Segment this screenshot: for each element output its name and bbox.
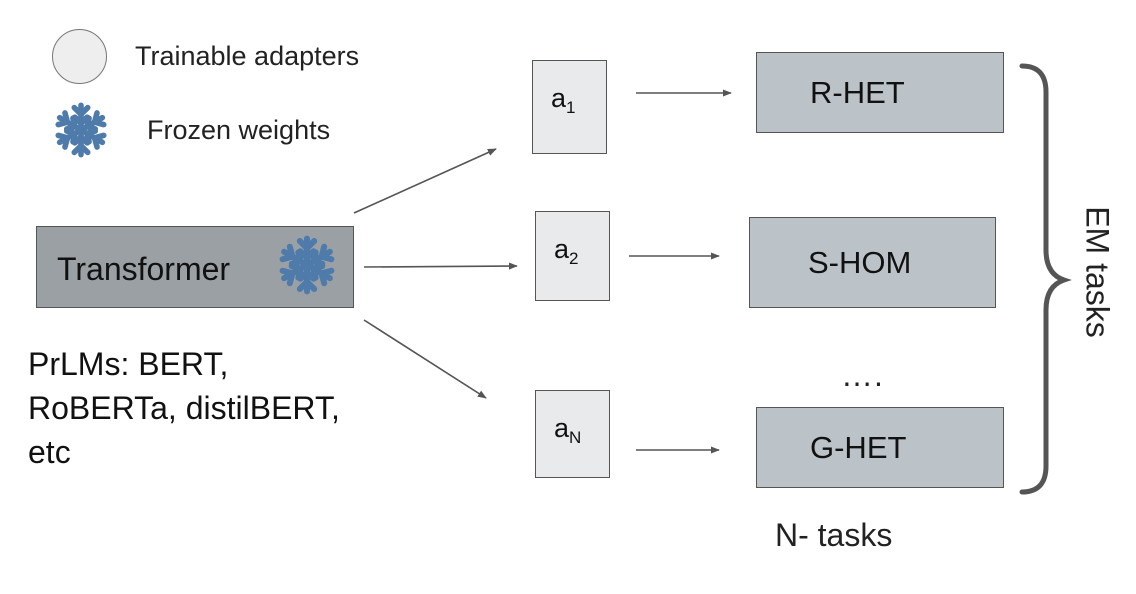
transformer-block: Transformer — [36, 226, 354, 308]
adapter-label-n: aN — [554, 413, 582, 447]
task-ellipsis: …. — [841, 357, 884, 393]
trainable-adapter-legend-circle-icon — [52, 29, 107, 84]
task-box-r-het: R-HET — [756, 52, 1004, 133]
adapter-box-2: a2 — [535, 211, 610, 301]
legend-trainable-label: Trainable adapters — [135, 41, 360, 71]
prlms-description: PrLMs: BERT, RoBERTa, distilBERT, etc — [28, 342, 340, 474]
transformer-snowflake-icon — [277, 235, 337, 295]
n-tasks-label: N- tasks — [775, 517, 893, 553]
arrow-transformer-to-a2 — [363, 262, 518, 270]
prlms-line-3: etc — [28, 434, 71, 470]
task-label-g-het: G-HET — [810, 429, 907, 465]
adapter-label-1: a1 — [551, 83, 576, 117]
legend-frozen-label: Frozen weights — [147, 115, 331, 145]
em-tasks-label: EM tasks — [1079, 206, 1116, 338]
adapter-box-n: aN — [535, 390, 610, 478]
adapter-box-1: a1 — [532, 60, 607, 154]
task-label-r-het: R-HET — [810, 74, 905, 110]
snowflake-icon — [53, 102, 109, 158]
task-label-s-hom: S-HOM — [808, 244, 912, 280]
arrow-transformer-to-aN — [363, 319, 487, 399]
arrow-transformer-to-a1 — [353, 148, 497, 214]
prlms-line-1: PrLMs: BERT, — [28, 346, 229, 382]
task-box-s-hom: S-HOM — [749, 217, 996, 308]
curly-brace — [1019, 63, 1072, 495]
prlms-line-2: RoBERTa, distilBERT, — [28, 390, 340, 426]
transformer-label: Transformer — [57, 251, 231, 287]
adapter-label-2: a2 — [554, 234, 579, 268]
task-box-g-het: G-HET — [756, 407, 1004, 488]
